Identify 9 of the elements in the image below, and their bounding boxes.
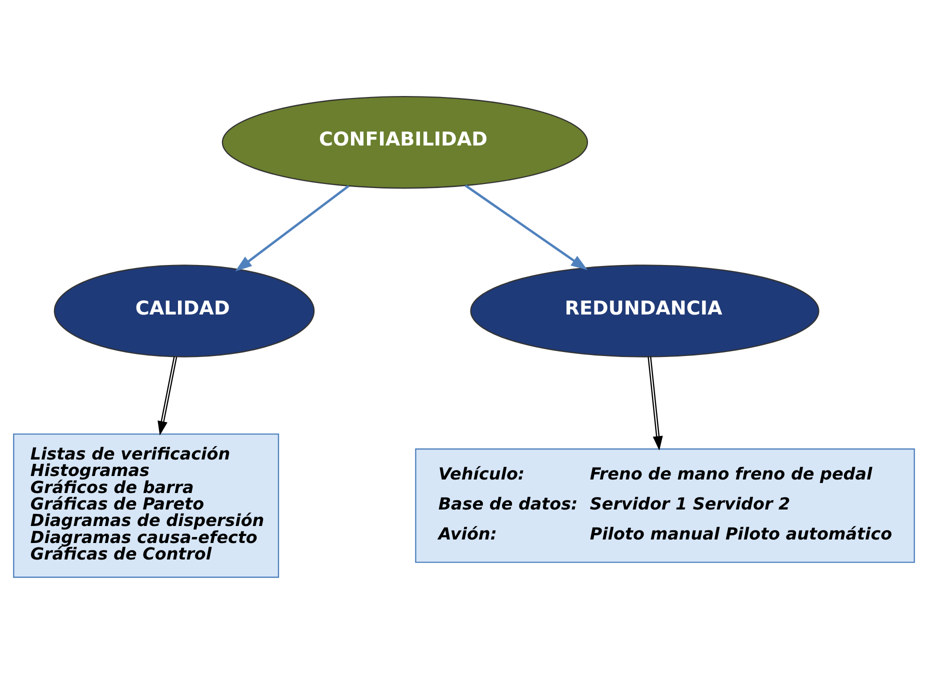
arrow (235, 184, 350, 272)
node-ellipse: CONFIABILIDAD (222, 96, 588, 189)
node-ellipse: CALIDAD (54, 264, 315, 358)
arrow (648, 356, 663, 451)
node-box: Vehículo: Freno de mano freno de pedal Base de datos: Servidor 1 Servidor 2 Avión: Piloto manual Piloto automático (415, 448, 915, 563)
node-ellipse: REDUNDANCIA (470, 264, 820, 358)
arrow (158, 356, 178, 436)
arrow (464, 184, 588, 270)
node-box: Listas de verificación Histogramas Gráficos de barra Gráficas de Pareto Diagramas de dispersión Diagramas causa-efecto Gráficas de Control (13, 433, 280, 578)
